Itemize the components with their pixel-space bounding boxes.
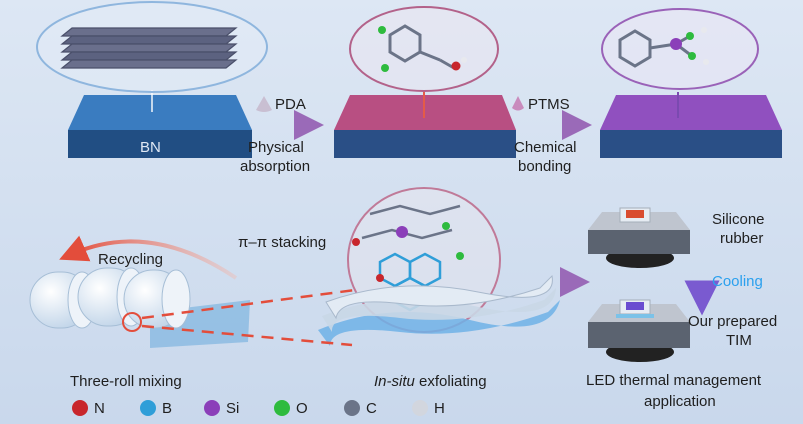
our-tim-line2: TIM — [726, 332, 752, 349]
stack-atom-o2 — [456, 252, 464, 260]
led-silicone-device — [588, 207, 690, 268]
pi-stacking-label: π–π stacking — [238, 234, 327, 251]
physical-absorption-line1: Physical — [248, 139, 304, 156]
chemical-bonding-line2: bonding — [518, 158, 572, 175]
legend-label-n: N — [94, 400, 105, 417]
exfoliating-text: exfoliating — [414, 373, 487, 390]
bn-slab — [68, 90, 252, 158]
ptms-molecule-ellipse — [601, 8, 759, 90]
pda-atom-o2 — [381, 64, 389, 72]
pda-slab — [334, 90, 516, 158]
legend-label-c: C — [366, 400, 377, 417]
stack-atom-n2 — [376, 274, 384, 282]
pda-atom-n — [451, 61, 461, 71]
three-roll-label: Three-roll mixing — [70, 373, 182, 390]
ptms-atom-si — [670, 38, 682, 50]
ptms-slab — [600, 92, 782, 158]
legend-label-h: H — [434, 400, 445, 417]
legend-label-b: B — [162, 400, 173, 417]
bn-label: BN — [140, 139, 161, 156]
zoom-line-top — [141, 288, 356, 320]
led-app-line2: application — [644, 393, 716, 410]
ptms-atom-o1 — [686, 32, 694, 40]
pda-molecule-ellipse — [349, 6, 499, 92]
recycling-label: Recycling — [98, 251, 164, 268]
led-app-line1: LED thermal management — [586, 372, 762, 389]
chemical-bonding-line1: Chemical — [514, 139, 577, 156]
legend-label-o: O — [296, 400, 308, 417]
legend-dot-h — [412, 400, 428, 416]
pda-drop-icon — [256, 96, 272, 112]
our-tim-line1: Our prepared — [688, 313, 778, 330]
atom-legend — [72, 400, 428, 416]
in-situ-exfoliating-label: In-situ exfoliating — [374, 372, 487, 391]
ptms-atom-o2 — [688, 52, 696, 60]
roll-3 — [123, 269, 191, 329]
magnify-circle — [122, 312, 142, 332]
legend-dot-c — [344, 400, 360, 416]
legend-label-si: Si — [226, 400, 240, 417]
zoom-line-bottom — [141, 324, 353, 347]
recycling-arrow — [59, 235, 238, 280]
legend-dot-n — [72, 400, 88, 416]
legend-dot-b — [140, 400, 156, 416]
cooling-label: Cooling — [712, 273, 763, 290]
bn-sheet-ellipse — [36, 1, 268, 93]
stack-atom-si — [396, 226, 408, 238]
legend-dot-si — [204, 400, 220, 416]
ptms-atom-h2 — [703, 59, 709, 65]
physical-absorption-line2: absorption — [240, 158, 311, 175]
stack-atom-o1 — [442, 222, 450, 230]
silicone-rubber-line2: rubber — [720, 230, 764, 247]
led-tim-device — [588, 299, 690, 362]
pda-atom-o1 — [378, 26, 386, 34]
three-roll-mill — [29, 267, 356, 348]
exfoliated-sheet — [318, 274, 560, 346]
ptms-atom-h1 — [701, 27, 707, 33]
bn-layers — [60, 27, 238, 69]
legend-dot-o — [274, 400, 290, 416]
pda-atom-h — [461, 57, 467, 63]
stack-atom-n1 — [352, 238, 360, 246]
pda-label: PDA — [275, 96, 306, 113]
ptms-drop-icon — [512, 96, 524, 111]
ptms-label: PTMS — [528, 96, 570, 113]
silicone-rubber-line1: Silicone — [712, 211, 765, 228]
in-situ-text: In-situ — [374, 373, 415, 390]
